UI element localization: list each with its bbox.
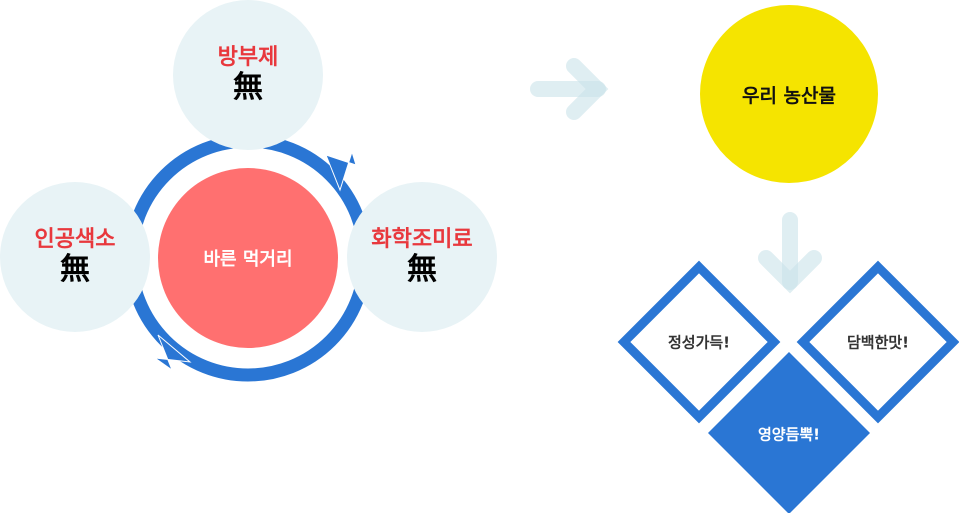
benefit-label: 영양듬뿍!: [757, 425, 821, 444]
cycle-arrowhead-right: [325, 150, 357, 192]
source-circle: 우리 농산물: [700, 5, 878, 183]
center-label: 바른 먹거리: [203, 249, 293, 270]
cycle-item-artificial-color: 인공색소 無: [0, 182, 150, 332]
benefit-diamond-right: [796, 260, 959, 424]
benefit-diamond-left: [617, 260, 781, 424]
item-label: 방부제: [217, 45, 279, 70]
item-mark: 無: [233, 70, 263, 105]
item-mark: 無: [407, 252, 437, 287]
benefit-label: 담백한맛!: [846, 333, 910, 352]
benefit-diamond-bottom: [708, 352, 870, 513]
down-arrow-icon: [758, 212, 822, 294]
source-label: 우리 농산물: [741, 84, 836, 107]
cycle-item-preservative: 방부제 無: [173, 0, 323, 150]
item-mark: 無: [60, 252, 90, 287]
right-arrow-icon: [530, 58, 609, 120]
cycle-item-chemical-seasoning: 화학조미료 無: [347, 182, 497, 332]
cycle-arrowhead-left: [154, 334, 192, 372]
item-label: 화학조미료: [371, 227, 473, 252]
cycle-center: 바른 먹거리: [158, 168, 338, 348]
benefit-label: 정성가득!: [667, 333, 731, 352]
item-label: 인공색소: [34, 227, 116, 252]
